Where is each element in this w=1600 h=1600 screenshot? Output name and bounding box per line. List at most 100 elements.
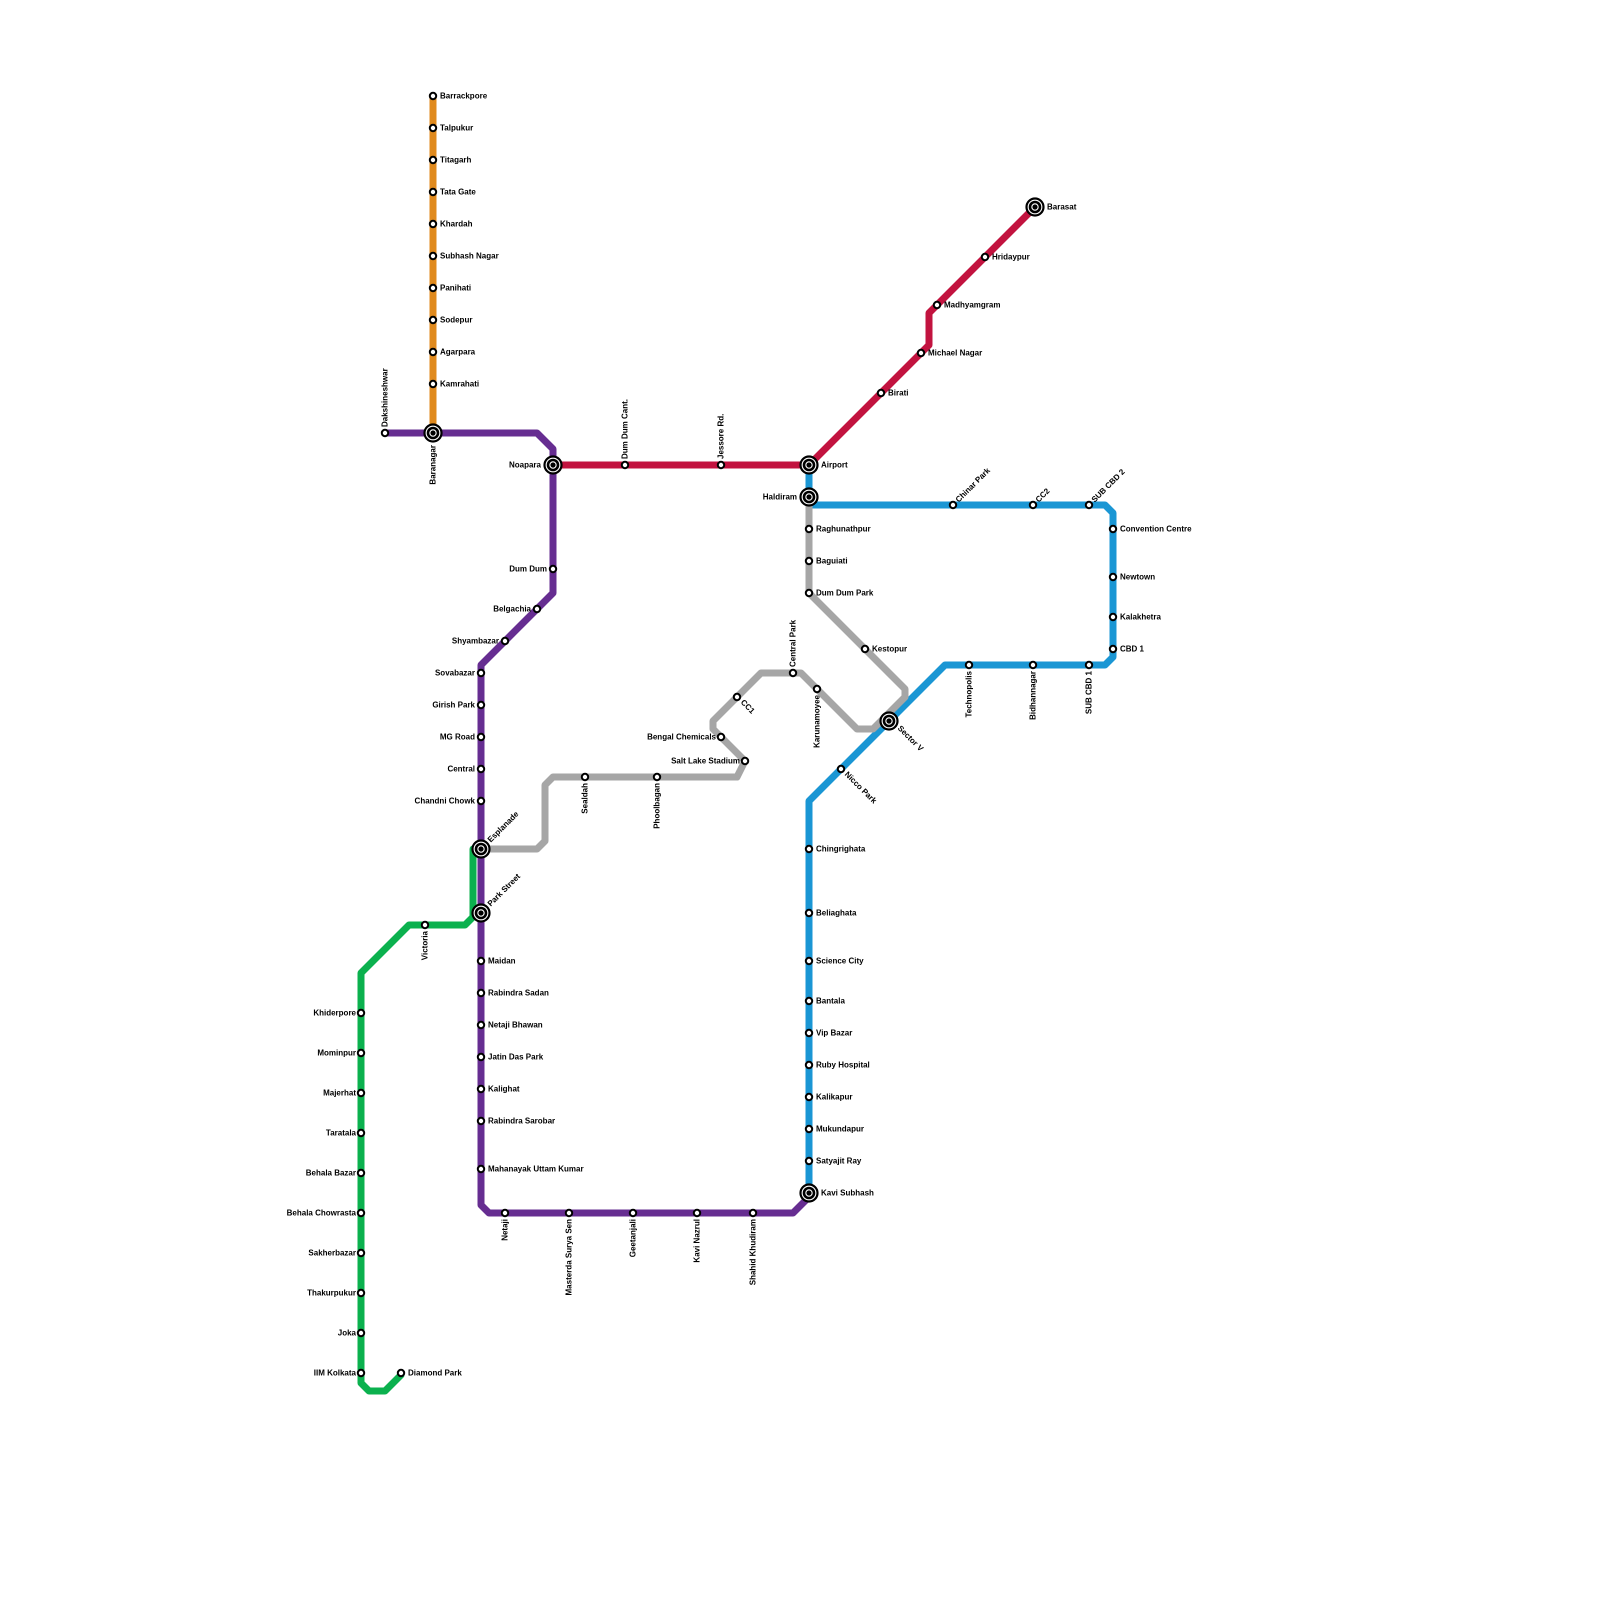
station-sakherbazar[interactable]: [356, 1248, 366, 1258]
station-maidan[interactable]: [476, 956, 486, 966]
station-titagarh[interactable]: [428, 155, 438, 165]
station-noapara[interactable]: [543, 455, 563, 475]
station-geetanjali[interactable]: [628, 1208, 638, 1218]
station-girish-park[interactable]: [476, 700, 486, 710]
station-netaji-bhawan[interactable]: [476, 1020, 486, 1030]
station-belgachia[interactable]: [532, 604, 542, 614]
station-cc2[interactable]: [1028, 500, 1038, 510]
station-dum-dum-cant[interactable]: [620, 460, 630, 470]
station-label-victoria: Victoria: [421, 930, 430, 960]
station-baguiati[interactable]: [804, 556, 814, 566]
station-shyambazar[interactable]: [500, 636, 510, 646]
station-kalikapur[interactable]: [804, 1092, 814, 1102]
station-sodepur[interactable]: [428, 315, 438, 325]
station-label-behala-bazar: Behala Bazar: [306, 1169, 356, 1178]
station-iim-kolkata[interactable]: [356, 1368, 366, 1378]
station-bidhannagar[interactable]: [1028, 660, 1038, 670]
station-label-kestopur: Kestopur: [872, 645, 907, 654]
station-central-park[interactable]: [788, 668, 798, 678]
station-rabindra-sadan[interactable]: [476, 988, 486, 998]
station-majerhat[interactable]: [356, 1088, 366, 1098]
station-tata-gate[interactable]: [428, 187, 438, 197]
station-mukundapur[interactable]: [804, 1124, 814, 1134]
station-thakurpukur[interactable]: [356, 1288, 366, 1298]
station-label-bidhannagar: Bidhannagar: [1029, 671, 1038, 720]
station-kestopur[interactable]: [860, 644, 870, 654]
station-jessore-rd[interactable]: [716, 460, 726, 470]
station-label-titagarh: Titagarh: [440, 156, 472, 165]
station-chandni-chowk[interactable]: [476, 796, 486, 806]
station-sovabazar[interactable]: [476, 668, 486, 678]
station-cbd-1[interactable]: [1108, 644, 1118, 654]
station-dakshineshwar[interactable]: [380, 428, 390, 438]
station-talpukur[interactable]: [428, 123, 438, 133]
station-kavi-nazrul[interactable]: [692, 1208, 702, 1218]
station-haldiram[interactable]: [799, 487, 819, 507]
station-vip-bazar[interactable]: [804, 1028, 814, 1038]
station-kavi-subhash[interactable]: [799, 1183, 819, 1203]
station-hridaypur[interactable]: [980, 252, 990, 262]
station-esplanade[interactable]: [471, 839, 491, 859]
station-chinar-park[interactable]: [948, 500, 958, 510]
station-dum-dum[interactable]: [548, 564, 558, 574]
station-label-sakherbazar: Sakherbazar: [308, 1249, 356, 1258]
station-newtown[interactable]: [1108, 572, 1118, 582]
station-jatin-das-park[interactable]: [476, 1052, 486, 1062]
station-cc1[interactable]: [732, 692, 742, 702]
station-agarpara[interactable]: [428, 347, 438, 357]
station-kamrahati[interactable]: [428, 379, 438, 389]
station-label-sovabazar: Sovabazar: [435, 669, 475, 678]
station-science-city[interactable]: [804, 956, 814, 966]
station-sub-cbd-2[interactable]: [1084, 500, 1094, 510]
station-victoria[interactable]: [420, 920, 430, 930]
station-behala-bazar[interactable]: [356, 1168, 366, 1178]
station-satyajit-ray[interactable]: [804, 1156, 814, 1166]
station-nicco-park[interactable]: [836, 764, 846, 774]
station-karunamoyee[interactable]: [812, 684, 822, 694]
station-joka[interactable]: [356, 1328, 366, 1338]
station-phoolbagan[interactable]: [652, 772, 662, 782]
station-central[interactable]: [476, 764, 486, 774]
station-mg-road[interactable]: [476, 732, 486, 742]
station-sub-cbd-1[interactable]: [1084, 660, 1094, 670]
station-chingrighata[interactable]: [804, 844, 814, 854]
station-beliaghata[interactable]: [804, 908, 814, 918]
station-barrackpore[interactable]: [428, 91, 438, 101]
station-dum-dum-park[interactable]: [804, 588, 814, 598]
station-rabindra-sarobar[interactable]: [476, 1116, 486, 1126]
station-kalakhetra[interactable]: [1108, 612, 1118, 622]
station-ruby-hospital[interactable]: [804, 1060, 814, 1070]
station-technopolis[interactable]: [964, 660, 974, 670]
station-mominpur[interactable]: [356, 1048, 366, 1058]
station-airport[interactable]: [799, 455, 819, 475]
station-diamond-park[interactable]: [396, 1368, 406, 1378]
station-khiderpore[interactable]: [356, 1008, 366, 1018]
station-bantala[interactable]: [804, 996, 814, 1006]
station-label-khardah: Khardah: [440, 220, 473, 229]
station-label-chinar-park: Chinar Park: [954, 466, 993, 505]
station-panihati[interactable]: [428, 283, 438, 293]
station-salt-lake-stadium[interactable]: [740, 756, 750, 766]
station-netaji[interactable]: [500, 1208, 510, 1218]
station-raghunathpur[interactable]: [804, 524, 814, 534]
station-mahanayak-uttam-kumar[interactable]: [476, 1164, 486, 1174]
station-behala-chowrasta[interactable]: [356, 1208, 366, 1218]
station-sealdah[interactable]: [580, 772, 590, 782]
station-masterda-surya-sen[interactable]: [564, 1208, 574, 1218]
station-subhash-nagar[interactable]: [428, 251, 438, 261]
station-baranagar[interactable]: [423, 423, 443, 443]
station-michael-nagar[interactable]: [916, 348, 926, 358]
station-park-street[interactable]: [471, 903, 491, 923]
station-sector-v[interactable]: [879, 711, 899, 731]
station-label-mg-road: MG Road: [440, 733, 475, 742]
station-madhyamgram[interactable]: [932, 300, 942, 310]
station-taratala[interactable]: [356, 1128, 366, 1138]
station-barasat[interactable]: [1025, 197, 1045, 217]
station-khardah[interactable]: [428, 219, 438, 229]
station-birati[interactable]: [876, 388, 886, 398]
station-kalighat[interactable]: [476, 1084, 486, 1094]
station-shahid-khudiram[interactable]: [748, 1208, 758, 1218]
station-label-joka: Joka: [338, 1329, 357, 1338]
station-bengal-chemicals[interactable]: [716, 732, 726, 742]
station-convention-centre[interactable]: [1108, 524, 1118, 534]
